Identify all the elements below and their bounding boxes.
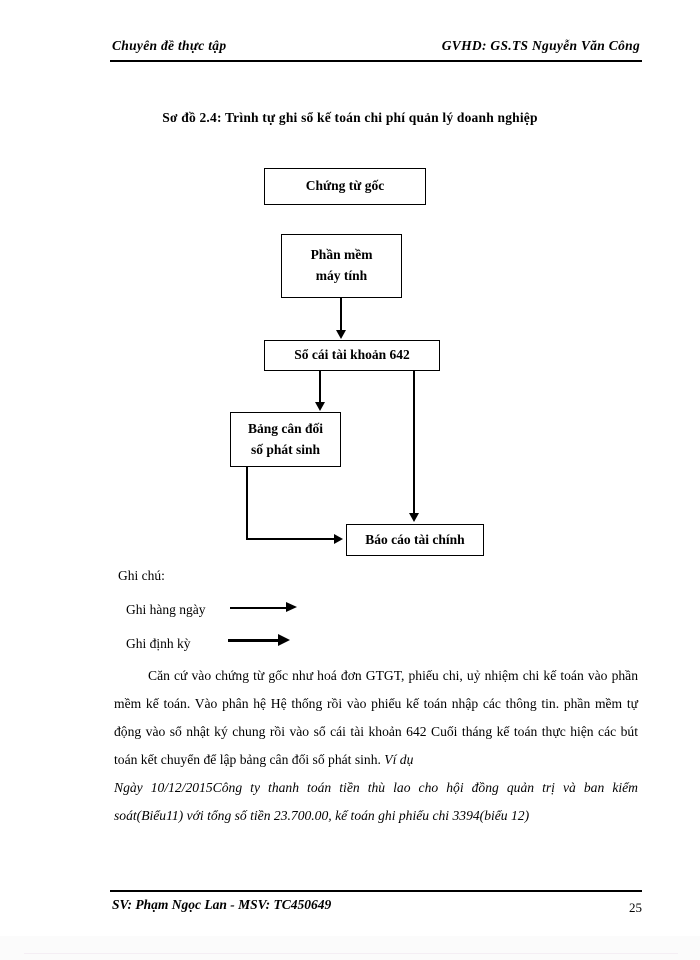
legend-title: Ghi chú: [118,568,165,583]
flow-node-label-line1: Phần mềm [310,247,373,263]
edge-bangcandoi-elbow-vertical [246,467,248,540]
flow-node-bang-can-doi-so-phat-sinh: Bảng cân đối số phát sinh [230,412,341,467]
body-example-lead: Ví dụ [384,752,414,767]
edge-phanmem-to-socai [340,298,342,331]
page-bottom-line [24,953,678,954]
figure-title: Sơ đồ 2.4: Trình tự ghi sổ kế toán chi p… [162,110,538,125]
arrowhead-to-socai [336,330,346,339]
header-right-text: GVHD: GS.TS Nguyễn Văn Công [441,38,640,53]
body-text: Căn cứ vào chứng từ gốc như hoá đơn GTGT… [114,662,638,830]
legend-label-periodic: Ghi định kỳ [126,636,191,651]
flow-node-so-cai-tai-khoan-642: Sổ cái tài khoản 642 [264,340,440,371]
footer-divider [110,890,642,892]
flow-node-phan-mem-may-tinh: Phần mềm máy tính [281,234,402,298]
flow-node-chung-tu-goc: Chứng từ gốc [264,168,426,205]
page-bottom-strip [0,936,700,960]
flow-node-label-line2: số phát sinh [250,441,321,457]
page-header: Chuyên đề thực tập GVHD: GS.TS Nguyễn Vă… [112,38,640,60]
footer-student-info: SV: Phạm Ngọc Lan - MSV: TC450649 [112,897,332,912]
edge-socai-to-bangcandoi [319,371,321,403]
legend-label-daily: Ghi hàng ngày [126,602,206,617]
body-paragraph-text: Căn cứ vào chứng từ gốc như hoá đơn GTGT… [114,668,638,767]
flowchart: Chứng từ gốc Phần mềm máy tính Sổ cái tà… [230,168,484,556]
edge-bangcandoi-elbow-horizontal [246,538,336,540]
flow-node-label: Chứng từ gốc [305,178,385,194]
body-example-paragraph: Ngày 10/12/2015Công ty thanh toán tiền t… [114,780,638,823]
legend-thin-arrowhead-icon [286,602,297,612]
arrowhead-to-baocao-left [334,534,343,544]
flow-node-label: Báo cáo tài chính [365,531,465,547]
header-divider [110,60,642,62]
footer-page-number: 25 [629,900,642,915]
flow-node-label-line1: Bảng cân đối [247,420,324,436]
arrowhead-to-bangcandoi [315,402,325,411]
header-left-text: Chuyên đề thực tập [112,38,227,53]
flow-node-label: Sổ cái tài khoản 642 [294,347,410,363]
flow-node-bao-cao-tai-chinh: Báo cáo tài chính [346,524,484,556]
flow-node-label-line2: máy tính [315,268,368,283]
body-paragraph: Căn cứ vào chứng từ gốc như hoá đơn GTGT… [114,662,638,774]
legend-thick-arrowhead-icon [278,634,290,646]
arrowhead-to-baocao-top [409,513,419,522]
legend-thick-arrow-icon [228,639,280,643]
edge-socai-to-baocao [413,371,415,514]
legend-thin-arrow-icon [230,607,288,609]
page-sheet [0,0,700,936]
